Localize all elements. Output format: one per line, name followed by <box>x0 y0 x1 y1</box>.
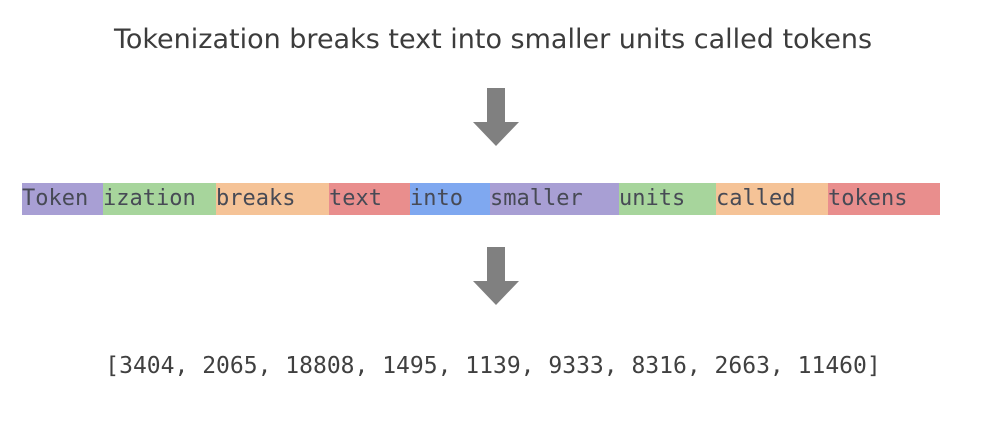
token-7: called <box>716 183 828 215</box>
diagram-title: Tokenization breaks text into smaller un… <box>113 24 873 55</box>
token-0: Token <box>22 183 103 215</box>
down-arrow-icon <box>473 247 519 305</box>
token-8: tokens <box>828 183 940 215</box>
token-ids: [3404, 2065, 18808, 1495, 1139, 9333, 83… <box>105 353 881 379</box>
token-5: smaller <box>490 183 619 215</box>
token-2: breaks <box>216 183 329 215</box>
token-6: units <box>619 183 716 215</box>
down-arrow-icon <box>473 88 519 146</box>
token-3: text <box>329 183 410 215</box>
token-1: ization <box>103 183 216 215</box>
token-strip: Token ization breaks text into smaller u… <box>22 183 940 215</box>
token-4: into <box>410 183 490 215</box>
